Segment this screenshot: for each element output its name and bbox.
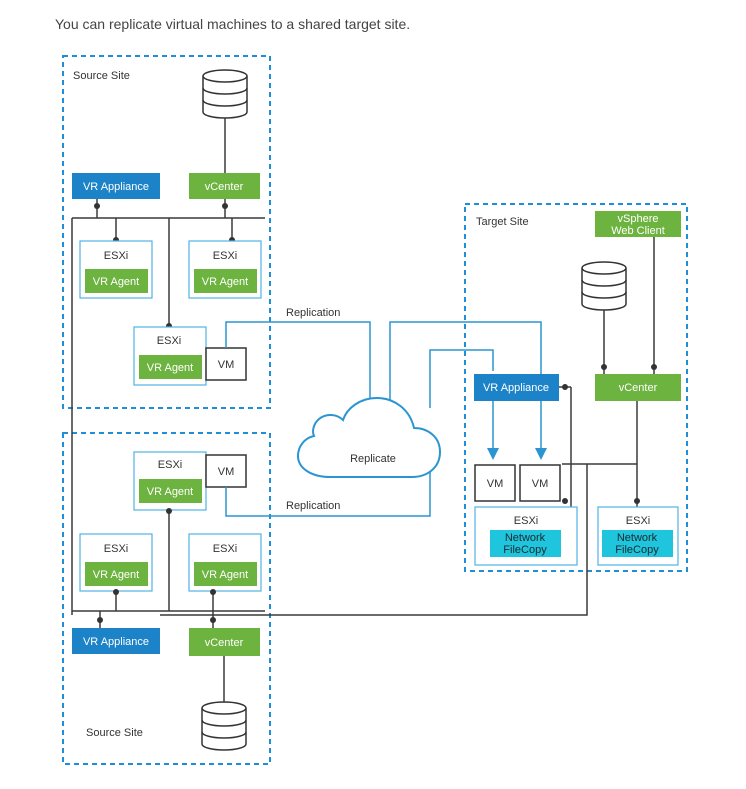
vr-appliance-box bbox=[72, 173, 160, 199]
vsphere-web-client-box bbox=[595, 211, 681, 237]
vr-appliance-box bbox=[474, 374, 559, 401]
esxi-label: ESXi bbox=[157, 335, 181, 347]
vcenter-box bbox=[595, 374, 681, 401]
vr-appliance-box bbox=[72, 628, 160, 654]
vr-agent-label: VR Agent bbox=[147, 362, 193, 374]
cloud-icon bbox=[296, 396, 442, 478]
replication-label-top: Replication bbox=[286, 307, 340, 319]
esxi-label: ESXi bbox=[104, 250, 128, 262]
database-icon bbox=[202, 69, 248, 119]
vr-appliance-label: VR Appliance bbox=[83, 636, 149, 648]
vr-agent-label: VR Agent bbox=[202, 276, 248, 288]
caption: You can replicate virtual machines to a … bbox=[55, 16, 411, 32]
vm-box bbox=[519, 464, 561, 502]
database-icon bbox=[581, 261, 627, 311]
inter-site-link bbox=[160, 464, 588, 616]
database-icon bbox=[201, 701, 247, 751]
source-site-top-boundary bbox=[62, 55, 271, 409]
esxi-label: ESXi bbox=[158, 459, 182, 471]
source-site-bottom-label: Source Site bbox=[86, 727, 143, 739]
management-network bbox=[72, 510, 265, 703]
vr-agent-box bbox=[139, 479, 202, 503]
vcenter-label: vCenter bbox=[205, 637, 244, 649]
nfc-label-line1: Network bbox=[505, 532, 546, 544]
vm-box bbox=[205, 454, 247, 488]
esxi-label: ESXi bbox=[104, 543, 128, 555]
vr-agent-label: VR Agent bbox=[202, 569, 248, 581]
nfc-label-line2: FileCopy bbox=[503, 544, 547, 556]
vm-label: VM bbox=[218, 466, 235, 478]
vr-agent-box bbox=[139, 355, 202, 379]
vr-agent-box bbox=[85, 269, 148, 293]
vcenter-box bbox=[189, 173, 260, 199]
vr-appliance-label: VR Appliance bbox=[83, 181, 149, 193]
target-network bbox=[559, 237, 655, 507]
source-site-bottom-boundary bbox=[62, 432, 271, 765]
esxi-label: ESXi bbox=[213, 543, 237, 555]
esxi-label: ESXi bbox=[626, 515, 650, 527]
network-filecopy-box bbox=[490, 530, 561, 557]
esxi-label: ESXi bbox=[514, 515, 538, 527]
nfc-label-line2: FileCopy bbox=[615, 544, 659, 556]
vcenter-label: vCenter bbox=[205, 181, 244, 193]
vcenter-box bbox=[189, 628, 260, 656]
vm-label: VM bbox=[218, 359, 235, 371]
esxi-label: ESXi bbox=[213, 250, 237, 262]
nfc-label-line1: Network bbox=[617, 532, 658, 544]
vr-agent-box bbox=[194, 269, 257, 293]
vm-label: VM bbox=[532, 478, 549, 490]
network-filecopy-box bbox=[602, 530, 673, 557]
vm-box bbox=[474, 464, 516, 502]
vsphere-label-line2: Web Client bbox=[611, 225, 665, 237]
vr-agent-label: VR Agent bbox=[93, 569, 139, 581]
vcenter-label: vCenter bbox=[619, 382, 658, 394]
vr-agent-box bbox=[85, 562, 148, 586]
vr-agent-label: VR Agent bbox=[93, 276, 139, 288]
target-site-boundary bbox=[464, 203, 688, 572]
cloud-label: Replicate bbox=[350, 453, 396, 465]
source-site-top-label: Source Site bbox=[73, 70, 130, 82]
vm-label: VM bbox=[487, 478, 504, 490]
target-site-label: Target Site bbox=[476, 216, 529, 228]
replication-label-bottom: Replication bbox=[286, 500, 340, 512]
vsphere-label-line1: vSphere bbox=[618, 213, 659, 225]
vr-appliance-label: VR Appliance bbox=[483, 382, 549, 394]
vr-agent-label: VR Agent bbox=[147, 486, 193, 498]
vr-agent-box bbox=[194, 562, 257, 586]
